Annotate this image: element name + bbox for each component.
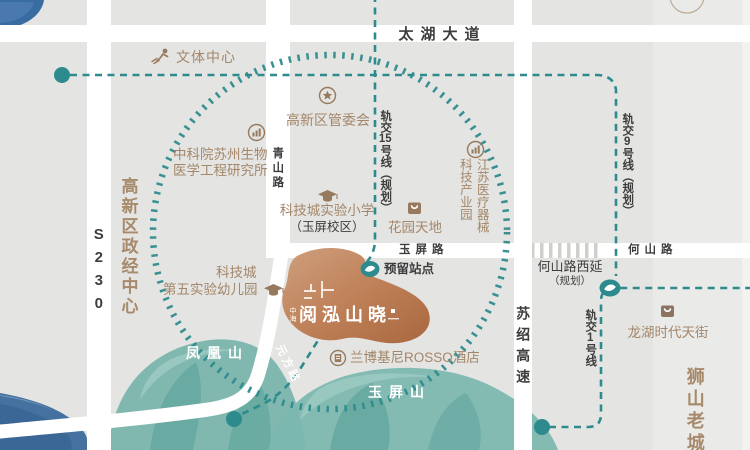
- landmark-label-cas-line2: 医学工程研究所: [173, 163, 268, 178]
- metro-label-line1: 轨交1号线: [584, 309, 597, 367]
- mountain-label-fenghuang: 凤凰山: [186, 345, 249, 361]
- road-label-sushao: 苏绍高速: [515, 306, 532, 390]
- east-district-panel: [653, 0, 742, 450]
- landmark-label-kindergarten-line1: 科技城: [216, 265, 257, 280]
- property-logo-seal: [391, 309, 395, 313]
- bag-icon-longfor: [661, 305, 674, 317]
- star-icon: [318, 86, 337, 105]
- metro-line-9-terminal-dot: [54, 67, 70, 83]
- landmark-label-rosso-hotel: 兰博基尼ROSSO酒店: [350, 350, 480, 365]
- district-label-shishan-old-town: 狮山老城区: [684, 367, 705, 450]
- road-label-s230: S230: [90, 226, 108, 318]
- road-heshan: [600, 243, 750, 258]
- road-s230: [87, 0, 111, 450]
- decorative-circle: [669, 0, 705, 14]
- property-blob: [282, 248, 430, 344]
- metro-line-15-terminal-dot: [226, 411, 242, 427]
- metro-label-reserved-station: 预留站点: [384, 262, 435, 276]
- radius-ring: [149, 51, 511, 413]
- metro-label-line9: 轨交9号线（规划）: [621, 113, 634, 217]
- road-label-heshan-ext: 何山路西延: [537, 259, 603, 274]
- property-name: 阅泓山晓: [299, 305, 391, 325]
- interchange-station-icon: [599, 279, 621, 297]
- road-heshan-ext-planned: [532, 243, 600, 258]
- road-label-taihu-avenue: 太湖大道: [398, 26, 487, 43]
- road-qingshan: [266, 0, 290, 258]
- bag-icon-garden-plaza: [408, 202, 421, 214]
- east-edge-road: [742, 0, 750, 450]
- chart-icon-medical-park: [466, 140, 485, 159]
- district-label-snd-center: 高新区政经中心: [118, 177, 138, 317]
- metro-label-line15: 轨交15号线（规划）: [378, 110, 392, 214]
- chart-icon-cas: [247, 123, 266, 142]
- landmark-label-kindergarten-line2: 第五实验幼儿园: [163, 282, 258, 297]
- sports-icon: [151, 48, 169, 65]
- reserved-station-icon: [360, 261, 380, 277]
- landmark-label-longfor: 龙湖时代天街: [627, 325, 709, 340]
- hotel-icon: [329, 349, 347, 367]
- school-icon-kindergarten: [264, 284, 284, 296]
- property-brand: 中海: [289, 307, 297, 323]
- road-label-heshan-ext-note: （规划）: [549, 275, 591, 287]
- metro-line-9-path: [70, 73, 618, 276]
- landmark-label-culture-sports-center: 文体中心: [176, 49, 236, 65]
- landmark-label-primary-school: 科技城实验小学: [279, 203, 375, 218]
- road-label-heshan: 何山路: [628, 244, 678, 256]
- road-sushao-expressway: [514, 0, 532, 450]
- water-blob-top-left: [0, 0, 44, 29]
- landmark-label-cas-line1: 中科院苏州生物: [173, 147, 268, 162]
- school-icon-primary: [318, 190, 338, 202]
- mountain-label-yuping: 玉屏山: [368, 384, 431, 400]
- yuping-mountain: [268, 367, 558, 450]
- metro-line-1-terminal-dot: [534, 419, 550, 435]
- property-logo-mark: [304, 281, 334, 299]
- landmark-label-admin-committee: 高新区管委会: [286, 112, 370, 128]
- road-label-yuping: 玉屏路: [399, 244, 449, 256]
- landmark-label-medical-park: 江苏医疗器械 科技产业园: [457, 158, 489, 233]
- landmark-label-primary-school-campus: （玉屏校区）: [289, 220, 365, 234]
- road-yuanfang: [0, 245, 289, 439]
- landmark-label-garden-plaza: 花园天地: [388, 220, 442, 235]
- road-label-qingshan: 青山路: [271, 147, 284, 191]
